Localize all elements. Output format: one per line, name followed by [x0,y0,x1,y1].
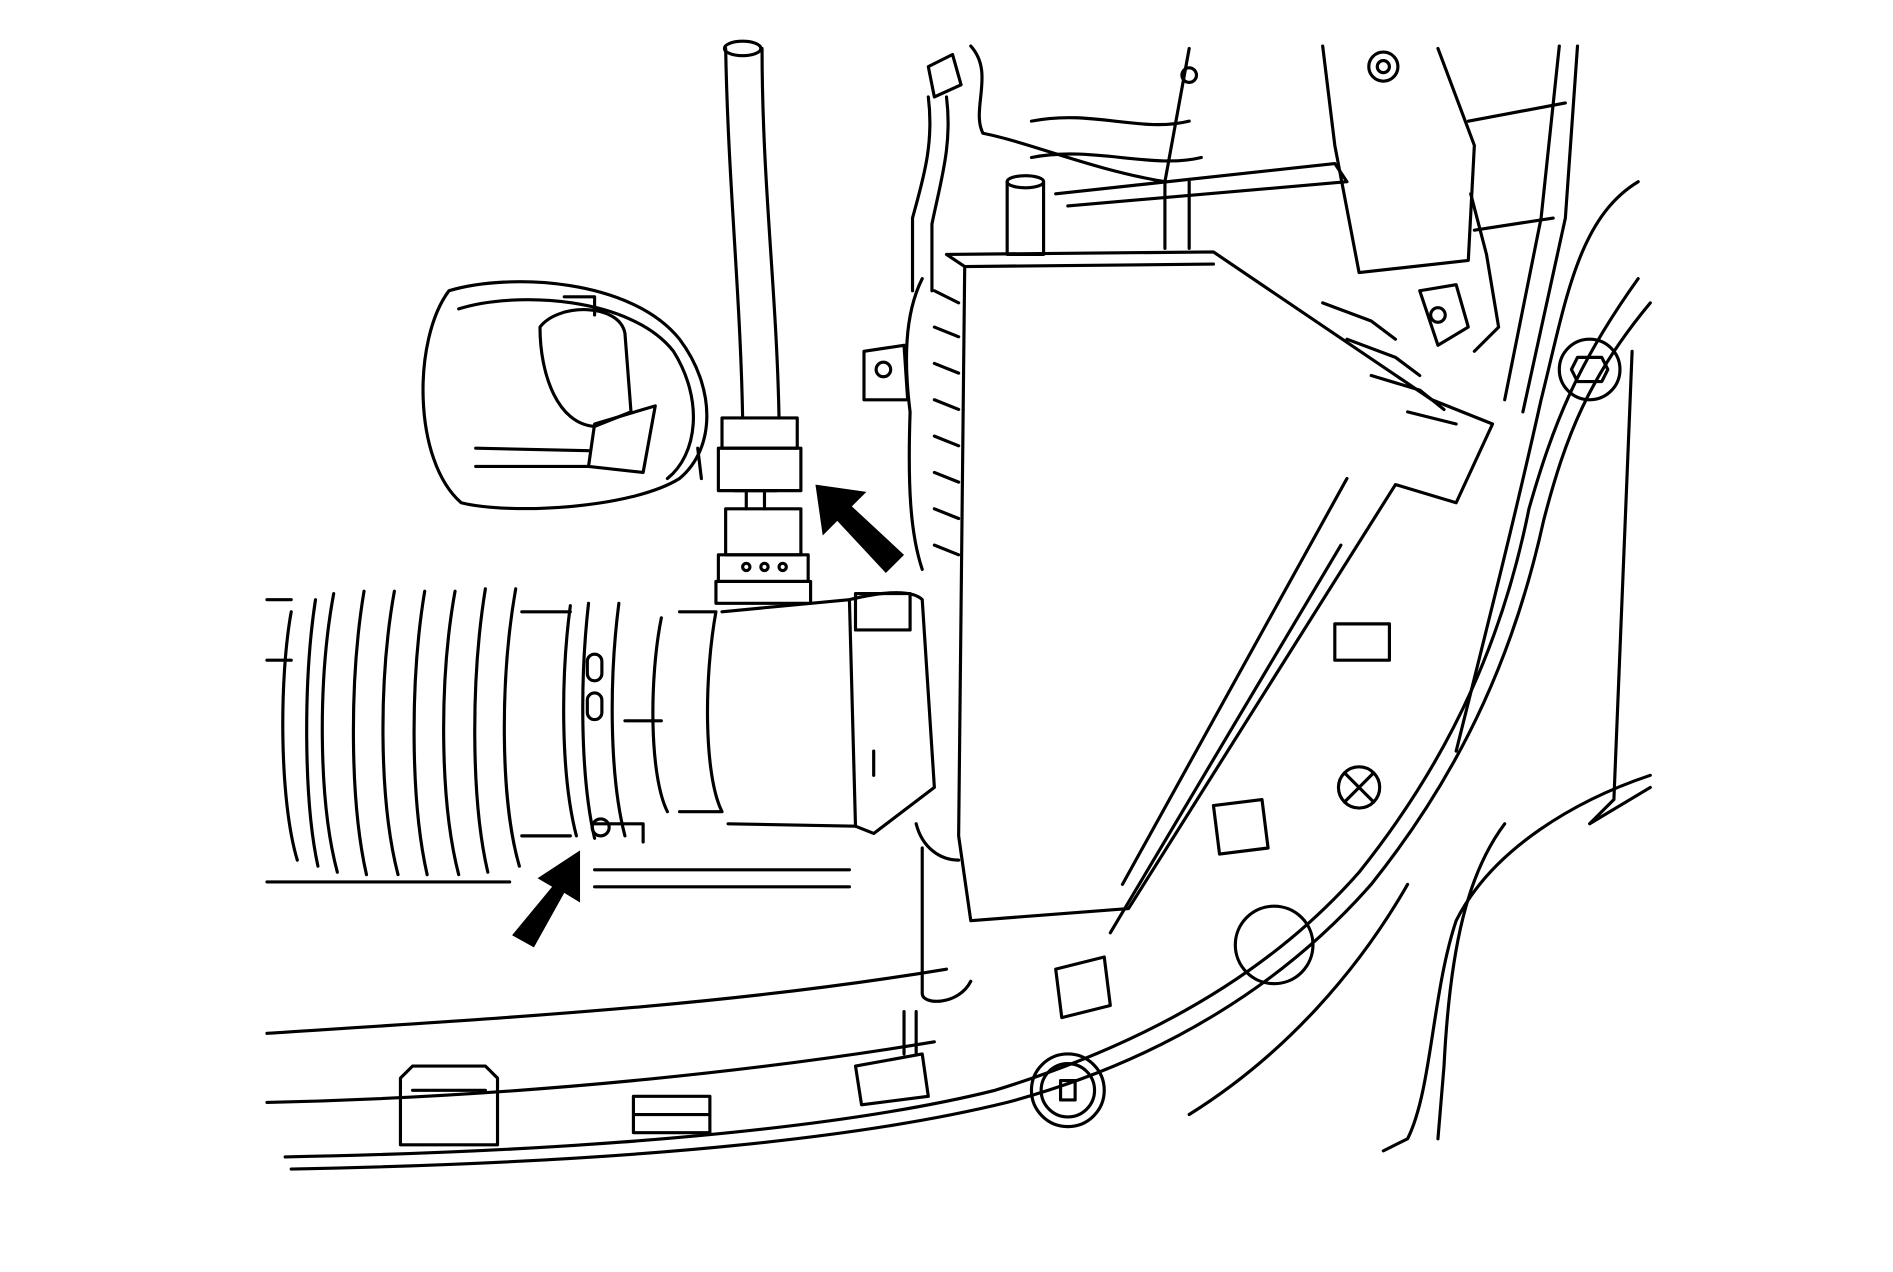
detached-cap-cover [421,280,709,511]
vent-hose [714,39,813,605]
callout-arrow-duct-clamp [512,850,581,948]
callout-arrow-hose-connector [815,484,905,574]
lower-fascia [265,180,1652,1171]
upper-bracket-structure [969,44,1580,414]
intake-duct-bellows [265,587,973,1003]
callout-arrows [512,484,905,948]
air-cleaner-housing [862,174,1495,935]
wiring-harness [910,52,963,293]
